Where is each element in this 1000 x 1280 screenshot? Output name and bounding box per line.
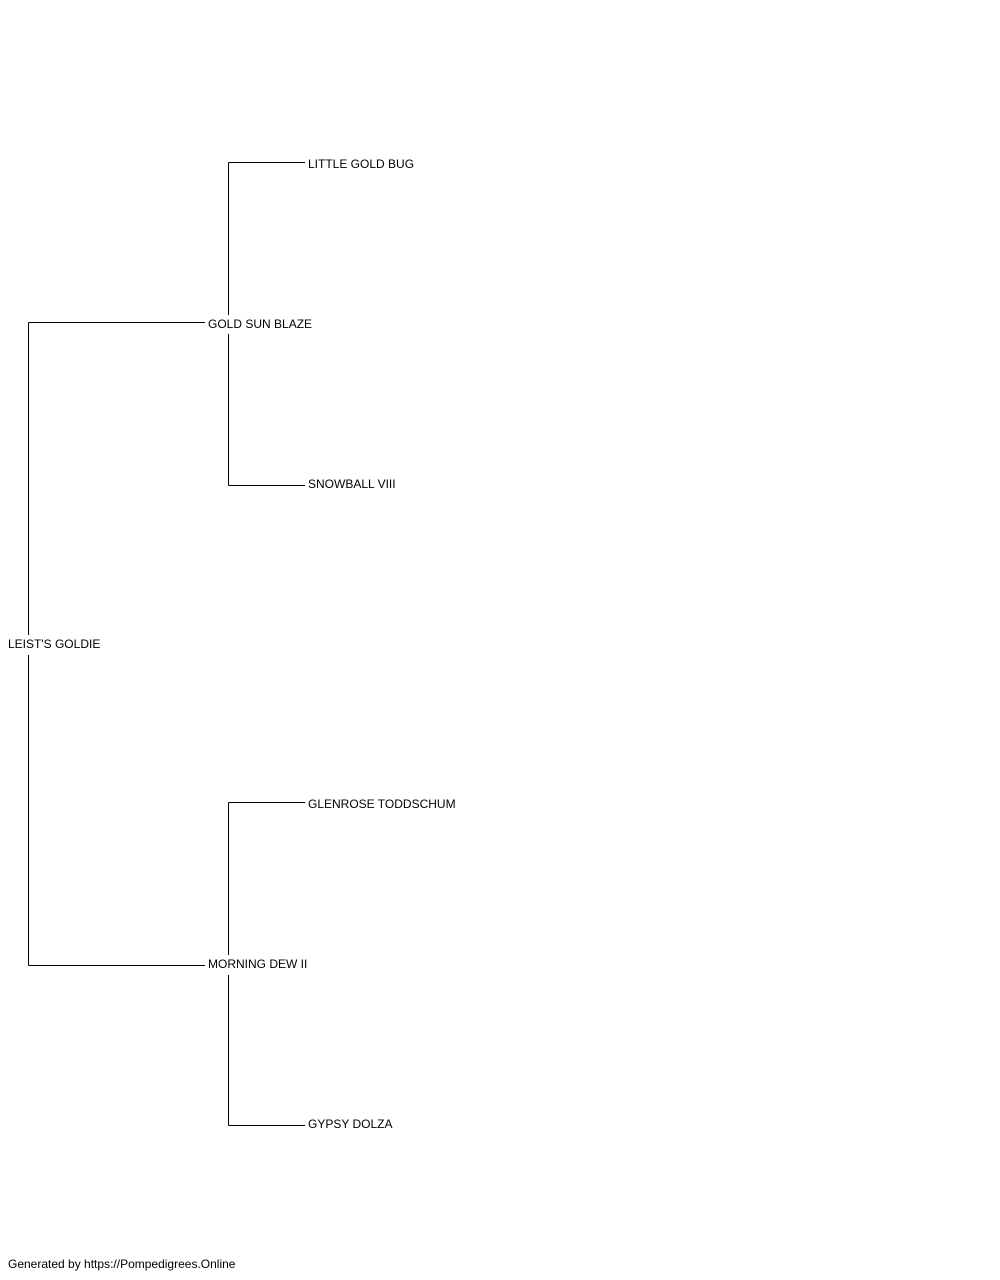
dam-sire-name: GLENROSE TODDSCHUM — [308, 797, 456, 811]
sire-dam-name: SNOWBALL VIII — [308, 477, 396, 491]
generated-by-footer: Generated by https://Pompedigrees.Online — [8, 1257, 236, 1271]
sire-name: GOLD SUN BLAZE — [208, 317, 313, 331]
dam-name: MORNING DEW II — [208, 957, 308, 971]
subject-name: LEIST'S GOLDIE — [8, 637, 101, 651]
dam-dam-name: GYPSY DOLZA — [308, 1117, 393, 1131]
sire-sire-name: LITTLE GOLD BUG — [308, 157, 415, 171]
